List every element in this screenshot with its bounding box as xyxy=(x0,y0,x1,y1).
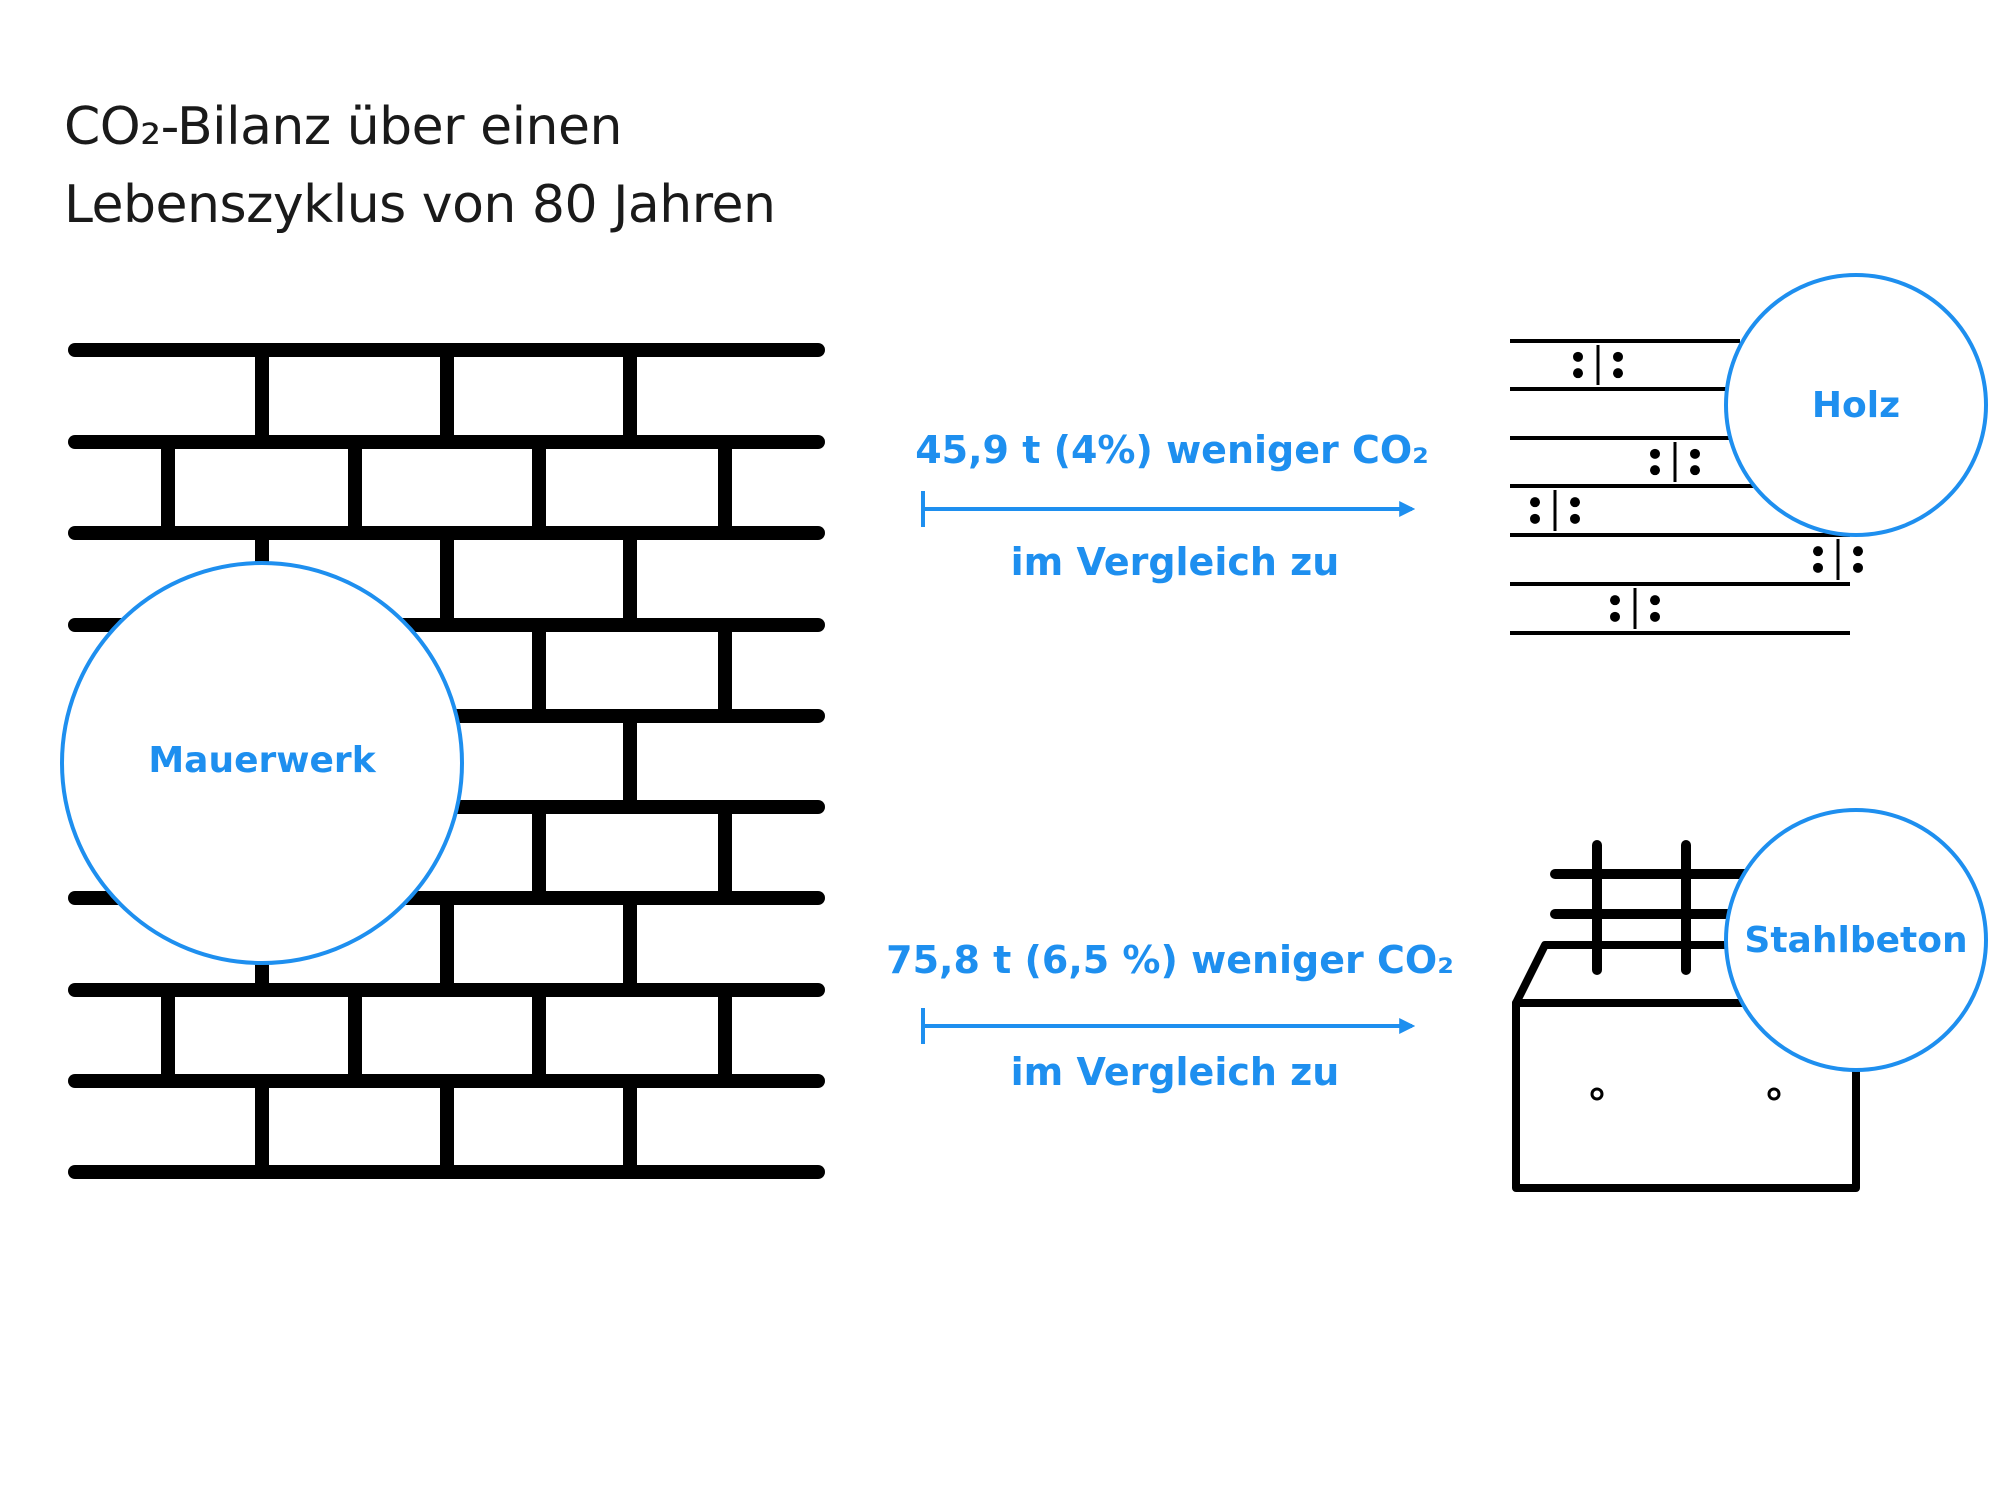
wood-label: Holz xyxy=(1812,385,1900,426)
wood-fastener xyxy=(1530,513,1540,524)
wood-fastener xyxy=(1650,465,1660,476)
wood-fastener xyxy=(1813,562,1823,573)
wood-fastener xyxy=(1613,368,1623,379)
comparison-wood-subline: im Vergleich zu xyxy=(1011,540,1340,584)
wood-fastener xyxy=(1570,497,1580,508)
wood-fastener xyxy=(1690,465,1700,476)
wood-fastener xyxy=(1813,546,1823,557)
reinforced-concrete-illustration xyxy=(1512,840,1860,1192)
title-line-2: Lebenszyklus von 80 Jahren xyxy=(64,175,776,235)
wood-fastener xyxy=(1573,351,1583,362)
wood-fastener xyxy=(1573,368,1583,379)
wood-fastener xyxy=(1650,611,1660,622)
wood-fastener xyxy=(1610,611,1620,622)
page-title: CO₂-Bilanz über einen Lebenszyklus von 8… xyxy=(64,88,776,244)
wood-fastener xyxy=(1650,448,1660,459)
comparison-concrete: 75,8 t (6,5 %) weniger CO₂ im Vergleich … xyxy=(886,938,1454,1094)
comparison-wood: 45,9 t (4%) weniger CO₂ im Vergleich zu xyxy=(915,428,1429,584)
wood-fastener xyxy=(1610,595,1620,606)
comparison-concrete-amount: 75,8 t (6,5 %) weniger CO₂ xyxy=(886,938,1454,982)
concrete-label: Stahlbeton xyxy=(1744,920,1967,961)
wood-fastener xyxy=(1650,595,1660,606)
masonry-label: Mauerwerk xyxy=(148,740,376,781)
wood-fastener xyxy=(1690,448,1700,459)
masonry-badge: Mauerwerk xyxy=(60,561,464,965)
comparison-wood-amount: 45,9 t (4%) weniger CO₂ xyxy=(915,428,1429,472)
wood-fastener xyxy=(1530,497,1540,508)
concrete-badge: Stahlbeton xyxy=(1724,808,1988,1072)
title-line-1: CO₂-Bilanz über einen xyxy=(64,97,622,157)
wood-fastener xyxy=(1613,351,1623,362)
wood-badge: Holz xyxy=(1724,273,1988,537)
wood-fastener xyxy=(1853,546,1863,557)
wood-fastener xyxy=(1853,562,1863,573)
comparison-concrete-subline: im Vergleich zu xyxy=(1011,1050,1340,1094)
wood-fastener xyxy=(1570,513,1580,524)
